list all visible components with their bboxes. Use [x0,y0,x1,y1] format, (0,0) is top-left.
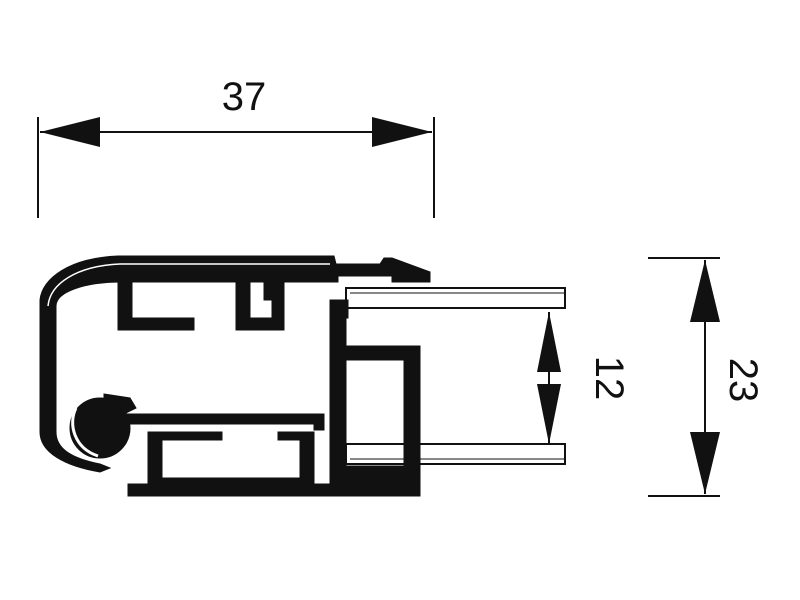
height-dimension: 23 [648,257,765,497]
profile-top-cover [39,255,431,473]
width-dimension-value: 37 [222,75,267,119]
profile-upper-chamber-left [117,281,195,331]
profile-hinge-roller-highlight [71,407,99,458]
profile-lower-rail [118,413,325,431]
profile-glass-support-bottom [329,439,421,485]
height-dimension-value: 23 [721,358,765,403]
glass-gap-arrow-top [537,312,561,372]
aluminium-profile [39,255,431,497]
width-arrow-left [40,117,100,147]
glass-gap-dimension: 12 [537,312,631,444]
width-arrow-right [372,117,432,147]
profile-top-cover-highlight [47,263,330,307]
glass-gap-arrow-bottom [537,384,561,444]
glass-gap-dimension-value: 12 [587,356,631,401]
profile-lower-chamber [127,431,421,497]
profile-hinge-roller [69,397,131,459]
glass-panes [345,287,566,465]
profile-upper-web [263,269,285,331]
glass-pane-bottom [345,443,566,465]
width-dimension: 37 [37,75,435,218]
profile-glazing-bead-top [329,299,349,331]
height-arrow-top [690,260,720,322]
height-arrow-bottom [690,432,720,494]
glass-pane-top [345,287,566,309]
